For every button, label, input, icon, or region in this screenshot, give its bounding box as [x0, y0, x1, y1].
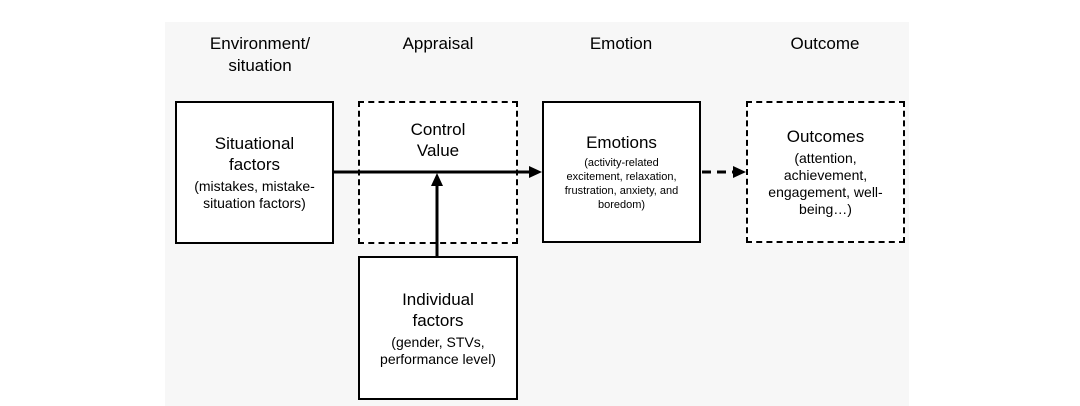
emotions-detail: (activity-related excitement, relaxation… — [565, 156, 679, 212]
header-environment-line2: situation — [228, 56, 292, 75]
individual-factors-detail: (gender, STVs, performance level) — [380, 334, 496, 368]
situational-detail-line1: (mistakes, mistake- — [194, 178, 315, 194]
emotions-detail-line3: frustration, anxiety, and — [564, 185, 679, 197]
outcomes-detail: (attention, achievement, engagement, wel… — [768, 150, 882, 218]
header-environment: Environment/ situation — [176, 33, 344, 77]
outcomes-title: Outcomes — [786, 127, 865, 146]
header-emotion: Emotion — [589, 34, 653, 53]
emotions-detail-line1: (activity-related — [584, 157, 659, 169]
situational-title-line1: Situational — [214, 134, 295, 153]
situational-factors-detail: (mistakes, mistake- situation factors) — [194, 178, 315, 212]
appraisal-title: Control Value — [411, 119, 466, 161]
outcomes-detail-line4: being…) — [799, 201, 852, 217]
situational-detail-line2: situation factors) — [203, 195, 306, 211]
individual-factors-box: Individual factors (gender, STVs, perfor… — [358, 256, 518, 400]
situational-title-line2: factors — [228, 155, 280, 174]
header-environment-line1: Environment/ — [209, 34, 311, 53]
appraisal-box: Control Value — [358, 101, 518, 244]
individual-factors-title: Individual factors — [402, 289, 474, 331]
outcomes-detail-line3: engagement, well- — [768, 184, 883, 200]
individual-title-line2: factors — [412, 310, 464, 330]
emotions-detail-line2: excitement, relaxation, — [566, 171, 677, 183]
situational-factors-title: Situational factors — [215, 133, 294, 175]
appraisal-title-control: Control — [410, 120, 466, 139]
situational-factors-box: Situational factors (mistakes, mistake- … — [175, 101, 334, 244]
individual-title-line1: Individual — [402, 289, 474, 309]
emotions-detail-line4: boredom) — [597, 199, 646, 211]
appraisal-title-value: Value — [416, 141, 460, 160]
outcomes-box: Outcomes (attention, achievement, engage… — [746, 101, 905, 243]
header-appraisal: Appraisal — [402, 34, 474, 53]
individual-detail-line2: performance level) — [380, 350, 496, 367]
header-outcome: Outcome — [790, 34, 860, 53]
outcomes-detail-line2: achievement, — [783, 167, 868, 183]
emotions-box: Emotions (activity-related excitement, r… — [542, 101, 701, 243]
individual-detail-line1: (gender, STVs, — [391, 333, 485, 350]
emotions-title: Emotions — [586, 133, 657, 152]
outcomes-detail-line1: (attention, — [794, 150, 857, 166]
